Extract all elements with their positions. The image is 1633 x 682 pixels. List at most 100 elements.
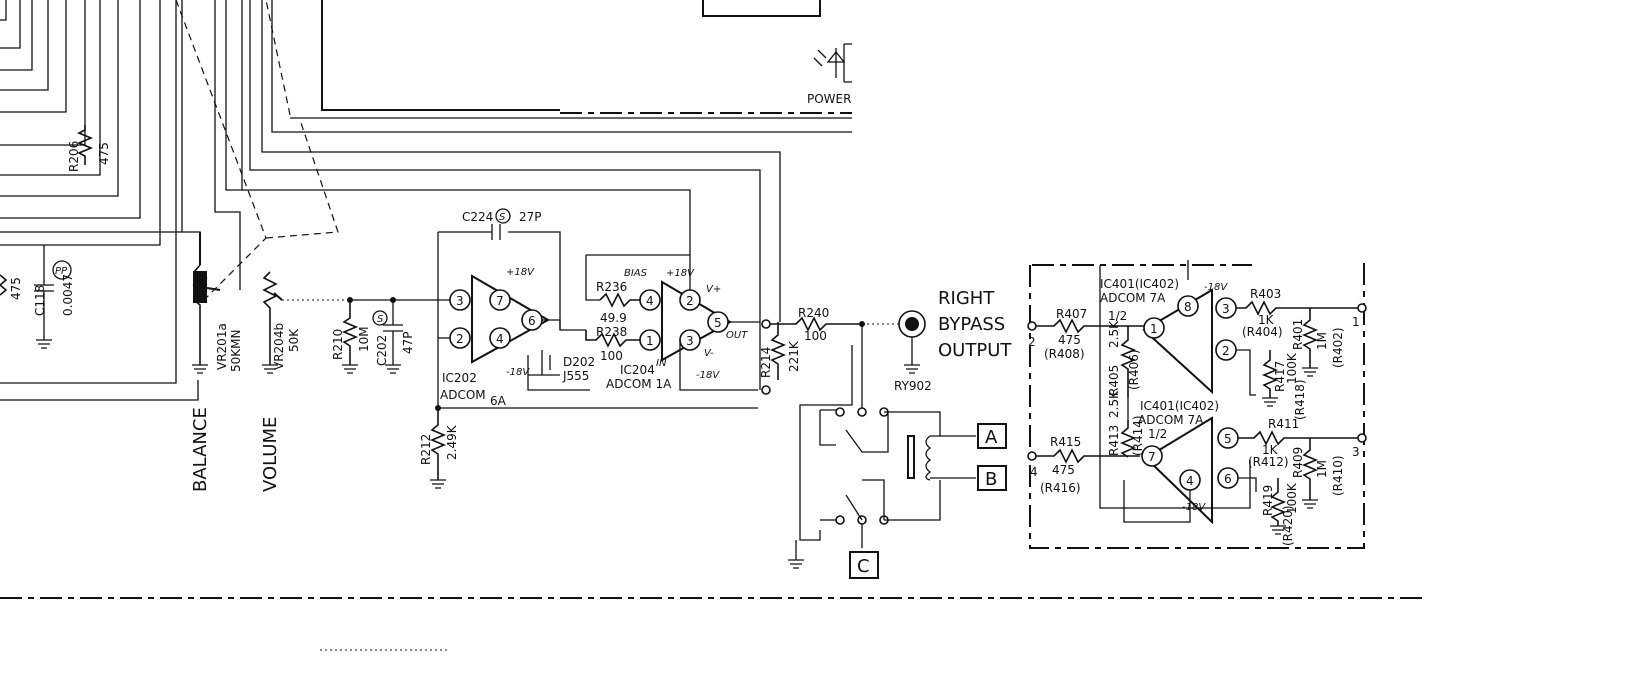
svg-text:(R406): (R406) (1127, 349, 1141, 390)
resistor-r212: R212 2.49K (419, 405, 459, 489)
terminal-c (849, 551, 879, 579)
svg-text:4: 4 (496, 332, 504, 346)
svg-text:3: 3 (1222, 302, 1230, 316)
svg-text:(R404): (R404) (1242, 325, 1283, 339)
svg-text:475: 475 (9, 277, 23, 300)
svg-text:ADCOM 7A: ADCOM 7A (1100, 291, 1166, 305)
svg-text:1K: 1K (1262, 443, 1279, 457)
svg-text:1: 1 (1352, 315, 1360, 329)
svg-text:1M: 1M (1315, 460, 1329, 478)
svg-text:-18V: -18V (1182, 502, 1206, 513)
svg-text:1: 1 (1150, 322, 1158, 336)
svg-text:221K: 221K (787, 340, 801, 372)
svg-text:IC202: IC202 (442, 371, 477, 385)
svg-text:R214: R214 (759, 347, 773, 378)
volume-label: VOLUME (260, 417, 281, 492)
svg-text:-18V: -18V (696, 370, 720, 381)
svg-text:ADCOM 1A: ADCOM 1A (606, 377, 672, 391)
resistor-r210: R210 10M (331, 297, 371, 374)
resistor-r206: R206 475 (67, 125, 111, 172)
svg-text:+18V: +18V (506, 267, 535, 278)
svg-text:4: 4 (646, 294, 654, 308)
svg-text:47P: 47P (401, 331, 415, 354)
svg-text:6A: 6A (490, 394, 507, 408)
svg-text:C202: C202 (375, 335, 389, 366)
svg-text:100K: 100K (1285, 352, 1299, 384)
ic401-upper: 2 R407 475 (R408) IC401(IC402) ADCOM 7A … (1027, 260, 1367, 509)
svg-text:50K: 50K (287, 328, 301, 352)
svg-text:2.49K: 2.49K (445, 424, 459, 460)
ic401-lower: 4 R415 475 (R416) IC401(IC402) ADCOM 7A … (1027, 390, 1367, 546)
svg-text:IN: IN (656, 358, 667, 369)
svg-text:4: 4 (1186, 474, 1194, 488)
ic401-dashed-frame (1029, 262, 1365, 549)
svg-text:475: 475 (1052, 463, 1075, 477)
routed-wires (0, 0, 852, 322)
svg-text:3: 3 (686, 334, 694, 348)
svg-text:S: S (377, 314, 384, 325)
svg-text:7: 7 (496, 294, 504, 308)
svg-text:R403: R403 (1250, 287, 1281, 301)
power-label: POWER (807, 92, 851, 106)
balance-label: BALANCE (190, 407, 211, 492)
svg-text:A: A (985, 427, 998, 448)
svg-text:R417: R417 (1273, 361, 1287, 392)
svg-text:R413: R413 (1107, 425, 1121, 456)
svg-text:(R402): (R402) (1331, 327, 1345, 368)
svg-text:R411: R411 (1268, 417, 1299, 431)
svg-text:(R408): (R408) (1044, 347, 1085, 361)
pot-vr204b: VR204b 50K (262, 271, 301, 374)
svg-text:IC204: IC204 (620, 363, 655, 377)
svg-text:1M: 1M (1315, 332, 1329, 350)
chassis-outline (321, 0, 560, 111)
svg-text:(R410): (R410) (1331, 455, 1345, 496)
svg-text:C118: C118 (33, 285, 47, 316)
svg-text:R206: R206 (67, 141, 81, 172)
svg-text:0.0047: 0.0047 (61, 274, 75, 316)
bypass-label: BYPASS (938, 314, 1005, 335)
svg-text:475: 475 (1058, 333, 1081, 347)
svg-text:2: 2 (456, 332, 464, 346)
ic202-opamp: C224 S 27P 3 2 7 4 6 +18V -18V D202 J555… (437, 208, 758, 409)
svg-text:5: 5 (1224, 432, 1232, 446)
svg-text:2: 2 (1028, 335, 1036, 349)
svg-text:5: 5 (714, 316, 722, 330)
svg-text:100: 100 (600, 349, 623, 363)
svg-text:(R416): (R416) (1040, 481, 1081, 495)
svg-text:C224: C224 (462, 210, 493, 224)
svg-text:R236: R236 (596, 280, 627, 294)
svg-text:1/2: 1/2 (1108, 309, 1127, 323)
svg-text:50KMN: 50KMN (229, 330, 243, 372)
svg-text:2: 2 (1222, 344, 1230, 358)
svg-text:ADCOM: ADCOM (440, 388, 486, 402)
svg-text:1K: 1K (1258, 313, 1275, 327)
svg-text:-18V: -18V (506, 367, 530, 378)
svg-text:(R412): (R412) (1248, 455, 1289, 469)
svg-text:VR204b: VR204b (272, 323, 286, 370)
svg-text:R415: R415 (1050, 435, 1081, 449)
svg-text:(R414): (R414) (1131, 415, 1145, 456)
output-label: OUTPUT (938, 340, 1012, 361)
svg-text:100K: 100K (1285, 482, 1299, 514)
svg-text:IC401(IC402): IC401(IC402) (1100, 277, 1179, 291)
svg-text:49.9: 49.9 (600, 311, 627, 325)
top-box-outline (702, 0, 821, 17)
power-led: POWER (807, 43, 852, 106)
svg-text:V-: V- (704, 348, 714, 359)
svg-text:+18V: +18V (666, 268, 695, 279)
svg-text:4: 4 (1030, 465, 1038, 479)
svg-text:100: 100 (804, 329, 827, 343)
svg-text:VR201a: VR201a (215, 323, 229, 370)
svg-text:RY902: RY902 (894, 379, 932, 393)
left-bus-wires (0, 0, 199, 401)
svg-text:27P: 27P (519, 210, 542, 224)
svg-text:R419: R419 (1261, 485, 1275, 516)
relay-ry902: A B C (788, 324, 1007, 579)
svg-text:R212: R212 (419, 434, 433, 465)
terminal-b (977, 465, 1007, 491)
svg-text:6: 6 (1224, 472, 1232, 486)
svg-text:6: 6 (528, 314, 536, 328)
svg-text:B: B (985, 469, 997, 490)
left-partial-components: 475 C118 PP 0.0047 (0, 245, 75, 349)
